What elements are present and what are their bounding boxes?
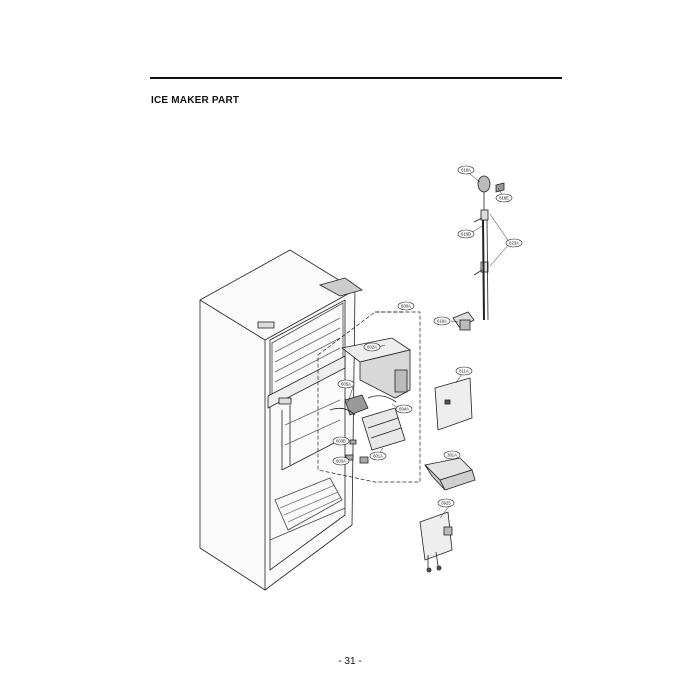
tag-623A-label: 623A (509, 241, 519, 246)
cover-panel (434, 377, 473, 431)
tag-301A: 301A (443, 450, 461, 460)
tag-618D: 618D (457, 229, 475, 239)
tag-619A-label: 619A (437, 319, 447, 324)
tag-604A: 604A (395, 404, 413, 414)
tag-618A-label: 618A (461, 168, 471, 173)
tag-601A: 601A (369, 451, 387, 461)
tag-602A-label: 602A (367, 345, 377, 350)
tag-623A: 623A (505, 238, 523, 248)
refrigerator-body (199, 249, 363, 591)
ice-maker-group-outline (317, 311, 421, 483)
tag-611A: 611A (455, 366, 473, 376)
tag-6925-label: 6925 (441, 501, 451, 506)
tag-600A: 600A (397, 301, 415, 311)
tag-602A: 602A (363, 342, 381, 352)
tag-301A-label: 301A (447, 453, 457, 458)
tag-603B-label: 603B (336, 439, 346, 444)
valve-bracket (452, 311, 475, 331)
header-rule (150, 77, 562, 79)
tag-605A: 605A (337, 379, 355, 389)
tag-618A: 618A (457, 165, 475, 175)
section-title: ICE MAKER PART (151, 95, 240, 106)
tag-618D-label: 618D (461, 232, 471, 237)
tag-601A-label: 601A (373, 454, 383, 459)
tag-603A-label: 603A (336, 459, 346, 464)
tag-605A-label: 605A (341, 382, 351, 387)
leader-lines (347, 173, 511, 519)
tag-611A-label: 611A (459, 369, 469, 374)
ice-bin (424, 457, 476, 491)
tag-603A: 603A (332, 456, 350, 466)
water-fill-tube (473, 175, 505, 321)
page-number: - 31 - (338, 656, 362, 667)
tag-604A-label: 604A (399, 407, 409, 412)
tag-619A: 619A (433, 316, 451, 326)
tag-603B: 603B (332, 436, 350, 446)
tag-618E-label: 618E (499, 196, 509, 201)
control-box (419, 511, 453, 573)
tag-600A-label: 600A (401, 304, 411, 309)
tag-618E: 618E (495, 193, 513, 203)
tag-6925: 6925 (437, 498, 455, 508)
